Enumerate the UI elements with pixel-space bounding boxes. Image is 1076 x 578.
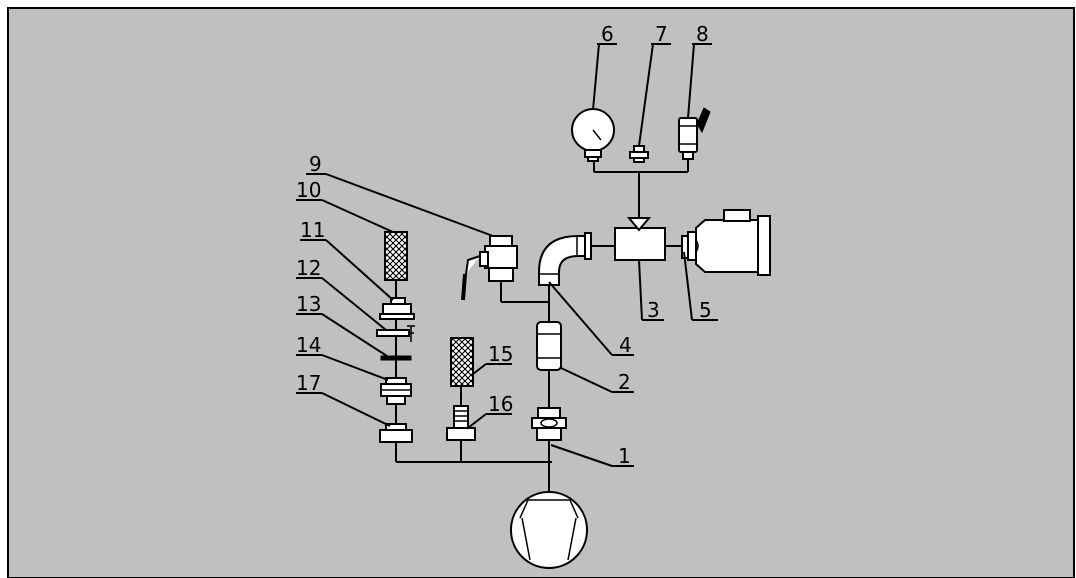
callout-9: 9 (309, 152, 322, 176)
lever-valve (678, 107, 711, 160)
callout-8: 8 (696, 22, 709, 46)
callout-12: 12 (296, 256, 321, 280)
ball-valve (461, 235, 518, 301)
filter-cap (379, 297, 415, 320)
callout-3: 3 (647, 298, 660, 322)
filter-element (384, 231, 408, 281)
gasket (380, 355, 412, 361)
pressure-gauge (571, 108, 615, 162)
inline-coupling (536, 321, 562, 371)
threaded-fitting (446, 405, 476, 441)
callout-4: 4 (619, 333, 632, 357)
pipe-elbow (538, 232, 592, 286)
callout-7: 7 (655, 22, 668, 46)
needle-valve (376, 325, 415, 342)
callout-17: 17 (296, 371, 321, 395)
strainer-element (450, 337, 474, 387)
pipe-network (395, 160, 689, 492)
adapter-fitting (380, 377, 412, 405)
callout-6: 6 (601, 22, 614, 46)
callout-labels: 1 2 3 4 5 6 7 8 9 10 11 12 13 14 15 16 1… (296, 22, 712, 468)
callout-16: 16 (488, 392, 513, 416)
callout-15: 15 (488, 342, 513, 366)
callout-13: 13 (296, 292, 321, 316)
callout-10: 10 (296, 178, 321, 202)
callout-14: 14 (296, 333, 321, 357)
callout-5: 5 (699, 298, 712, 322)
leader-lines (296, 43, 718, 467)
flange-union (531, 407, 567, 441)
union-fitting (379, 423, 413, 443)
callout-1: 1 (618, 444, 631, 468)
callout-11: 11 (300, 218, 325, 242)
tank (510, 491, 588, 569)
pump-body (681, 209, 771, 276)
callout-2: 2 (618, 370, 631, 394)
drawing-panel (7, 7, 1075, 578)
